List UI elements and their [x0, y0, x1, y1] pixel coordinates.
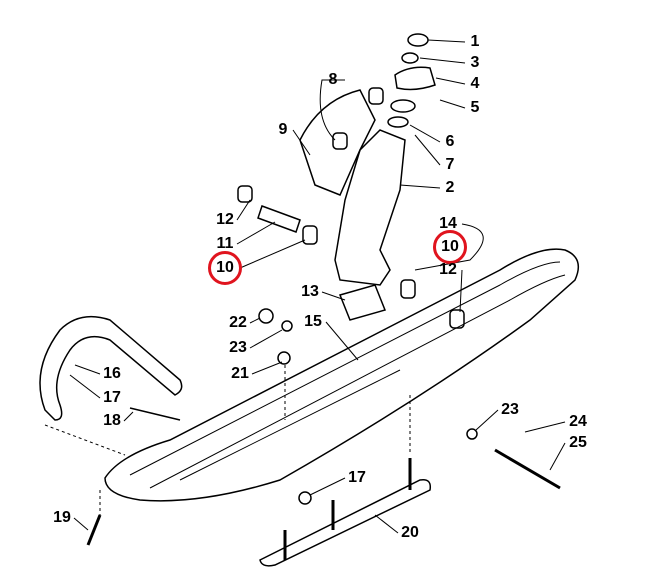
callout-1: 1 [470, 33, 480, 50]
wear-bar [259, 478, 432, 567]
bushing [449, 309, 465, 329]
callout-20: 20 [401, 524, 419, 541]
callout-2: 2 [445, 179, 455, 196]
callout-10-left: 10 [216, 259, 234, 276]
callout-3: 3 [470, 54, 480, 71]
callout-23-lower: 23 [501, 401, 519, 418]
nut [401, 52, 419, 64]
callout-22: 22 [229, 314, 247, 331]
washer [466, 428, 478, 440]
highlight-circle [208, 251, 242, 285]
callout-17-upper: 17 [103, 389, 121, 406]
callout-5: 5 [470, 99, 480, 116]
nut [298, 491, 312, 505]
callout-6: 6 [445, 133, 455, 150]
bolt [494, 448, 561, 490]
callout-12-right: 12 [439, 261, 457, 278]
callout-19: 19 [53, 509, 71, 526]
bushing [237, 185, 253, 203]
washer [387, 116, 409, 128]
nut [258, 308, 274, 324]
callout-15: 15 [304, 313, 322, 330]
callout-13: 13 [301, 283, 319, 300]
callout-8: 8 [328, 71, 338, 88]
callout-12-left: 12 [216, 211, 234, 228]
spindle-arm [299, 89, 376, 196]
callout-10-right: 10 [441, 238, 459, 255]
callout-24: 24 [569, 413, 587, 430]
bolt [86, 514, 102, 546]
nut [277, 351, 291, 365]
ski-body [104, 248, 580, 502]
ski-loop [39, 315, 183, 421]
callout-4: 4 [470, 75, 480, 92]
bushing [400, 279, 416, 299]
ski-rib [129, 261, 561, 476]
callout-14: 14 [439, 215, 457, 232]
alignment-lines [44, 365, 411, 515]
callout-25: 25 [569, 434, 587, 451]
leader-lines [69, 39, 566, 534]
callout-11: 11 [216, 235, 234, 252]
callout-21: 21 [231, 365, 249, 382]
bushing-long [257, 205, 301, 233]
cap [407, 33, 429, 47]
ski-rib [149, 274, 566, 489]
highlight-circle [433, 230, 467, 264]
saddle [338, 284, 387, 321]
bolt [129, 407, 181, 421]
ski-rib [179, 369, 401, 481]
callout-18: 18 [103, 412, 121, 429]
bushing [368, 87, 384, 105]
callout-16: 16 [103, 365, 121, 382]
bushing [332, 132, 348, 150]
spindle [334, 129, 406, 286]
callout-17-lower: 17 [348, 469, 366, 486]
callout-23-upper: 23 [229, 339, 247, 356]
washer [390, 99, 416, 113]
clamp [394, 66, 436, 91]
bushing [302, 225, 318, 245]
washer [281, 320, 293, 332]
callout-7: 7 [445, 156, 455, 173]
callout-9: 9 [278, 121, 288, 138]
